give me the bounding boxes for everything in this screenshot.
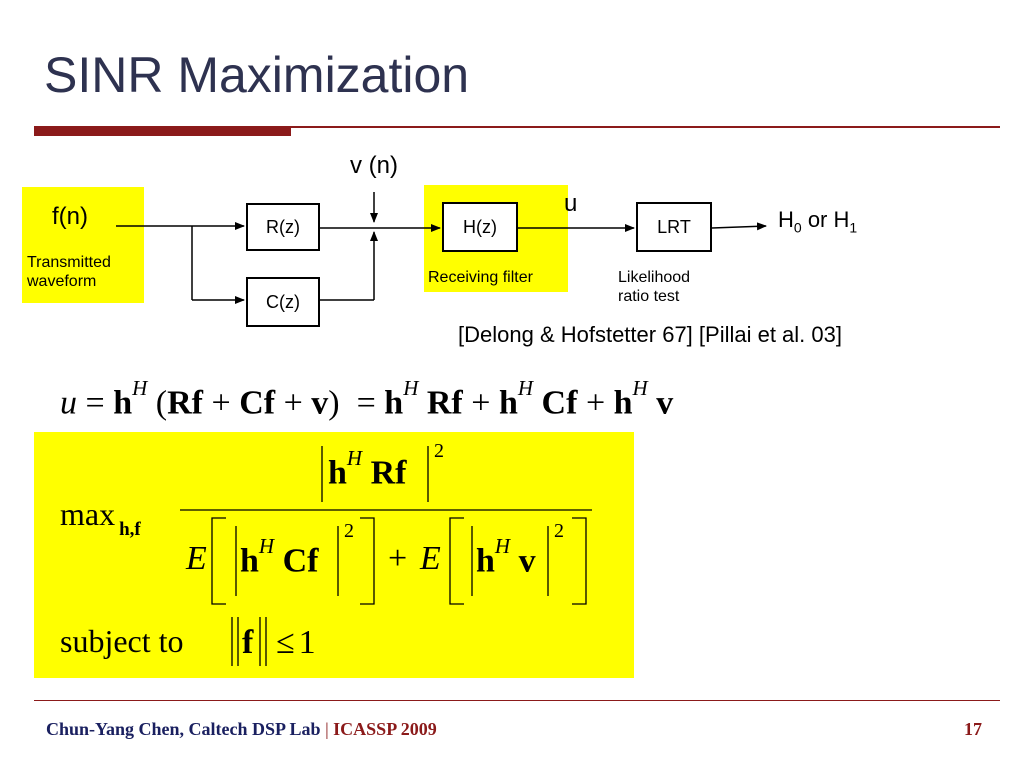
den1-bracket-left bbox=[211, 517, 226, 605]
eq-sup2: H bbox=[403, 376, 419, 400]
footer-rule bbox=[34, 700, 1000, 701]
numerator: hH Rf bbox=[328, 446, 407, 492]
output-or-h1: or H bbox=[807, 207, 850, 232]
block-diagram-wires bbox=[116, 192, 767, 304]
signal-equation: u = hH (Rf + Cf + v) = hH Rf + hH Cf + h… bbox=[60, 376, 674, 422]
eq-v2: v bbox=[656, 384, 674, 422]
source-caption: Transmitted waveform bbox=[27, 254, 111, 291]
filter-caption: Receiving filter bbox=[428, 269, 533, 286]
block-c: C(z) bbox=[246, 277, 320, 327]
source-label: f(n) bbox=[52, 203, 88, 230]
den-e1: E bbox=[186, 540, 207, 577]
den-v: v bbox=[518, 542, 536, 580]
den-cf: Cf bbox=[282, 542, 319, 580]
lrt-caption-line-1: Likelihood bbox=[618, 269, 691, 286]
eq-plus2: + bbox=[283, 384, 303, 422]
title-rule-accent bbox=[34, 128, 291, 136]
max-subscript: h,f bbox=[119, 519, 141, 540]
footer-author: Chun-Yang Chen, Caltech DSP Lab bbox=[46, 719, 321, 739]
eq-cf1: Cf bbox=[239, 384, 276, 422]
output-label: H0 or H1 bbox=[778, 207, 857, 235]
eq-equals-2: = bbox=[356, 384, 376, 422]
block-h: H(z) bbox=[442, 202, 518, 252]
noise-label: v (n) bbox=[350, 152, 398, 179]
optimization-box bbox=[34, 432, 634, 678]
output-sub0: 0 bbox=[793, 219, 802, 236]
den-sup2: H bbox=[494, 534, 511, 558]
output-h0: H bbox=[778, 207, 794, 232]
eq-sup4: H bbox=[632, 376, 648, 400]
eq-plus4: + bbox=[585, 384, 606, 422]
citation: [Delong & Hofstetter 67] [Pillai et al. … bbox=[458, 322, 842, 347]
lrt-caption: Likelihood ratio test bbox=[618, 268, 690, 306]
block-lrt: LRT bbox=[636, 202, 712, 252]
eq-plus1: + bbox=[211, 384, 231, 422]
slide-title: SINR Maximization bbox=[44, 47, 470, 103]
num-h: h bbox=[328, 454, 347, 492]
eq-open-paren: ( bbox=[155, 384, 168, 422]
den2-bracket-left bbox=[449, 517, 464, 605]
den-sup1: H bbox=[258, 534, 275, 558]
den-h1: h bbox=[240, 542, 259, 580]
eq-close-paren: ) bbox=[328, 384, 340, 422]
den-square1: 2 bbox=[344, 520, 354, 542]
eq-u: u bbox=[60, 384, 77, 422]
constraint-leq: ≤ bbox=[276, 624, 295, 661]
den-plus: + bbox=[388, 540, 408, 577]
block-r: R(z) bbox=[246, 203, 320, 251]
lrt-caption-line-2: ratio test bbox=[618, 288, 680, 306]
den-square2: 2 bbox=[554, 520, 564, 542]
eq-h2: h bbox=[384, 384, 404, 422]
wire-lrt-out bbox=[711, 222, 767, 231]
output-sub1: 1 bbox=[849, 219, 858, 236]
eq-cf2: Cf bbox=[541, 384, 578, 422]
source-highlight bbox=[22, 187, 144, 303]
eq-equals: = bbox=[85, 384, 105, 422]
eq-plus3: + bbox=[471, 384, 491, 422]
max-label: max bbox=[60, 496, 116, 532]
eq-h1: h bbox=[113, 384, 133, 422]
title-rule bbox=[34, 126, 1000, 128]
den1-bracket-right bbox=[360, 517, 375, 605]
eq-rf2: Rf bbox=[426, 384, 463, 422]
eq-sup3: H bbox=[517, 376, 534, 400]
norm-f: f bbox=[242, 624, 254, 661]
eq-h3: h bbox=[498, 384, 518, 422]
footer-text: Chun-Yang Chen, Caltech DSP Lab | ICASSP… bbox=[46, 719, 437, 740]
u-label: u bbox=[564, 190, 578, 217]
den-term2: hH v bbox=[476, 534, 536, 580]
den2-bracket-right bbox=[572, 517, 587, 605]
constraint-one: 1 bbox=[298, 624, 316, 661]
page-number: 17 bbox=[964, 719, 982, 739]
eq-v1: v bbox=[311, 384, 329, 422]
num-rf: Rf bbox=[370, 454, 407, 492]
constraint-bound: ≤1 bbox=[276, 624, 316, 662]
num-square: 2 bbox=[434, 440, 444, 462]
footer-separator: | bbox=[325, 719, 329, 739]
den-e2: E bbox=[420, 540, 441, 577]
footer-conference: ICASSP 2009 bbox=[333, 719, 437, 739]
subject-to-label: subject to bbox=[60, 623, 184, 659]
eq-sup1: H bbox=[132, 376, 148, 400]
den-h2: h bbox=[476, 542, 495, 580]
eq-rf1: Rf bbox=[167, 384, 203, 422]
num-sup: H bbox=[346, 446, 363, 470]
eq-h4: h bbox=[613, 384, 633, 422]
den-term1: hH Cf bbox=[240, 534, 319, 580]
